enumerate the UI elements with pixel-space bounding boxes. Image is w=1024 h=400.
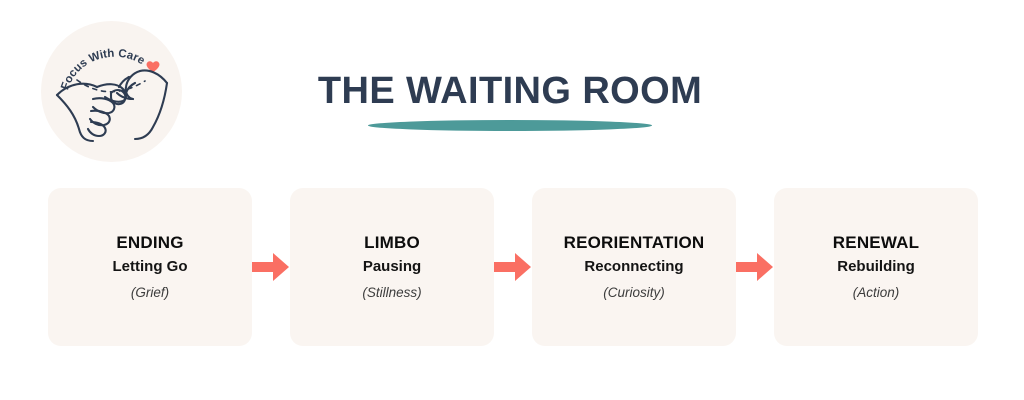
stage-note: (Curiosity) [603, 284, 665, 300]
stage-card-limbo: LIMBO Pausing (Stillness) [290, 188, 494, 346]
stage-title: REORIENTATION [563, 233, 705, 253]
pinky-promise-hands-icon [55, 69, 169, 143]
arrow-ending-to-limbo [252, 188, 290, 346]
title-underline [368, 120, 652, 131]
stage-card-ending: ENDING Letting Go (Grief) [48, 188, 252, 346]
stage-note: (Grief) [130, 284, 170, 300]
logo-illustration: Focus With Care [55, 48, 169, 143]
dashed-arc [76, 79, 146, 93]
stage-card-reorientation: REORIENTATION Reconnecting (Curiosity) [532, 188, 736, 346]
stage-title: RENEWAL [832, 233, 920, 253]
focus-with-care-logo: Focus With Care [41, 21, 182, 162]
arrow-right-icon [736, 253, 773, 281]
stage-card-renewal: RENEWAL Rebuilding (Action) [774, 188, 978, 346]
stage-subtitle: Pausing [362, 258, 422, 276]
stage-flow: ENDING Letting Go (Grief) LIMBO Pausing … [48, 188, 978, 346]
stage-note: (Stillness) [362, 284, 422, 300]
stage-note: (Action) [852, 284, 900, 300]
stage-subtitle: Reconnecting [584, 258, 684, 276]
stage-subtitle: Rebuilding [837, 258, 915, 276]
stage-title: LIMBO [364, 233, 420, 253]
arrow-reorientation-to-renewal [736, 188, 774, 346]
arrow-right-icon [252, 253, 289, 281]
page-title: THE WAITING ROOM [317, 70, 703, 112]
stage-subtitle: Letting Go [112, 258, 188, 276]
heart-icon [146, 61, 160, 73]
stage-title: ENDING [116, 233, 184, 253]
arrow-right-icon [494, 253, 531, 281]
header: THE WAITING ROOM [300, 72, 720, 131]
arrow-limbo-to-reorientation [494, 188, 532, 346]
